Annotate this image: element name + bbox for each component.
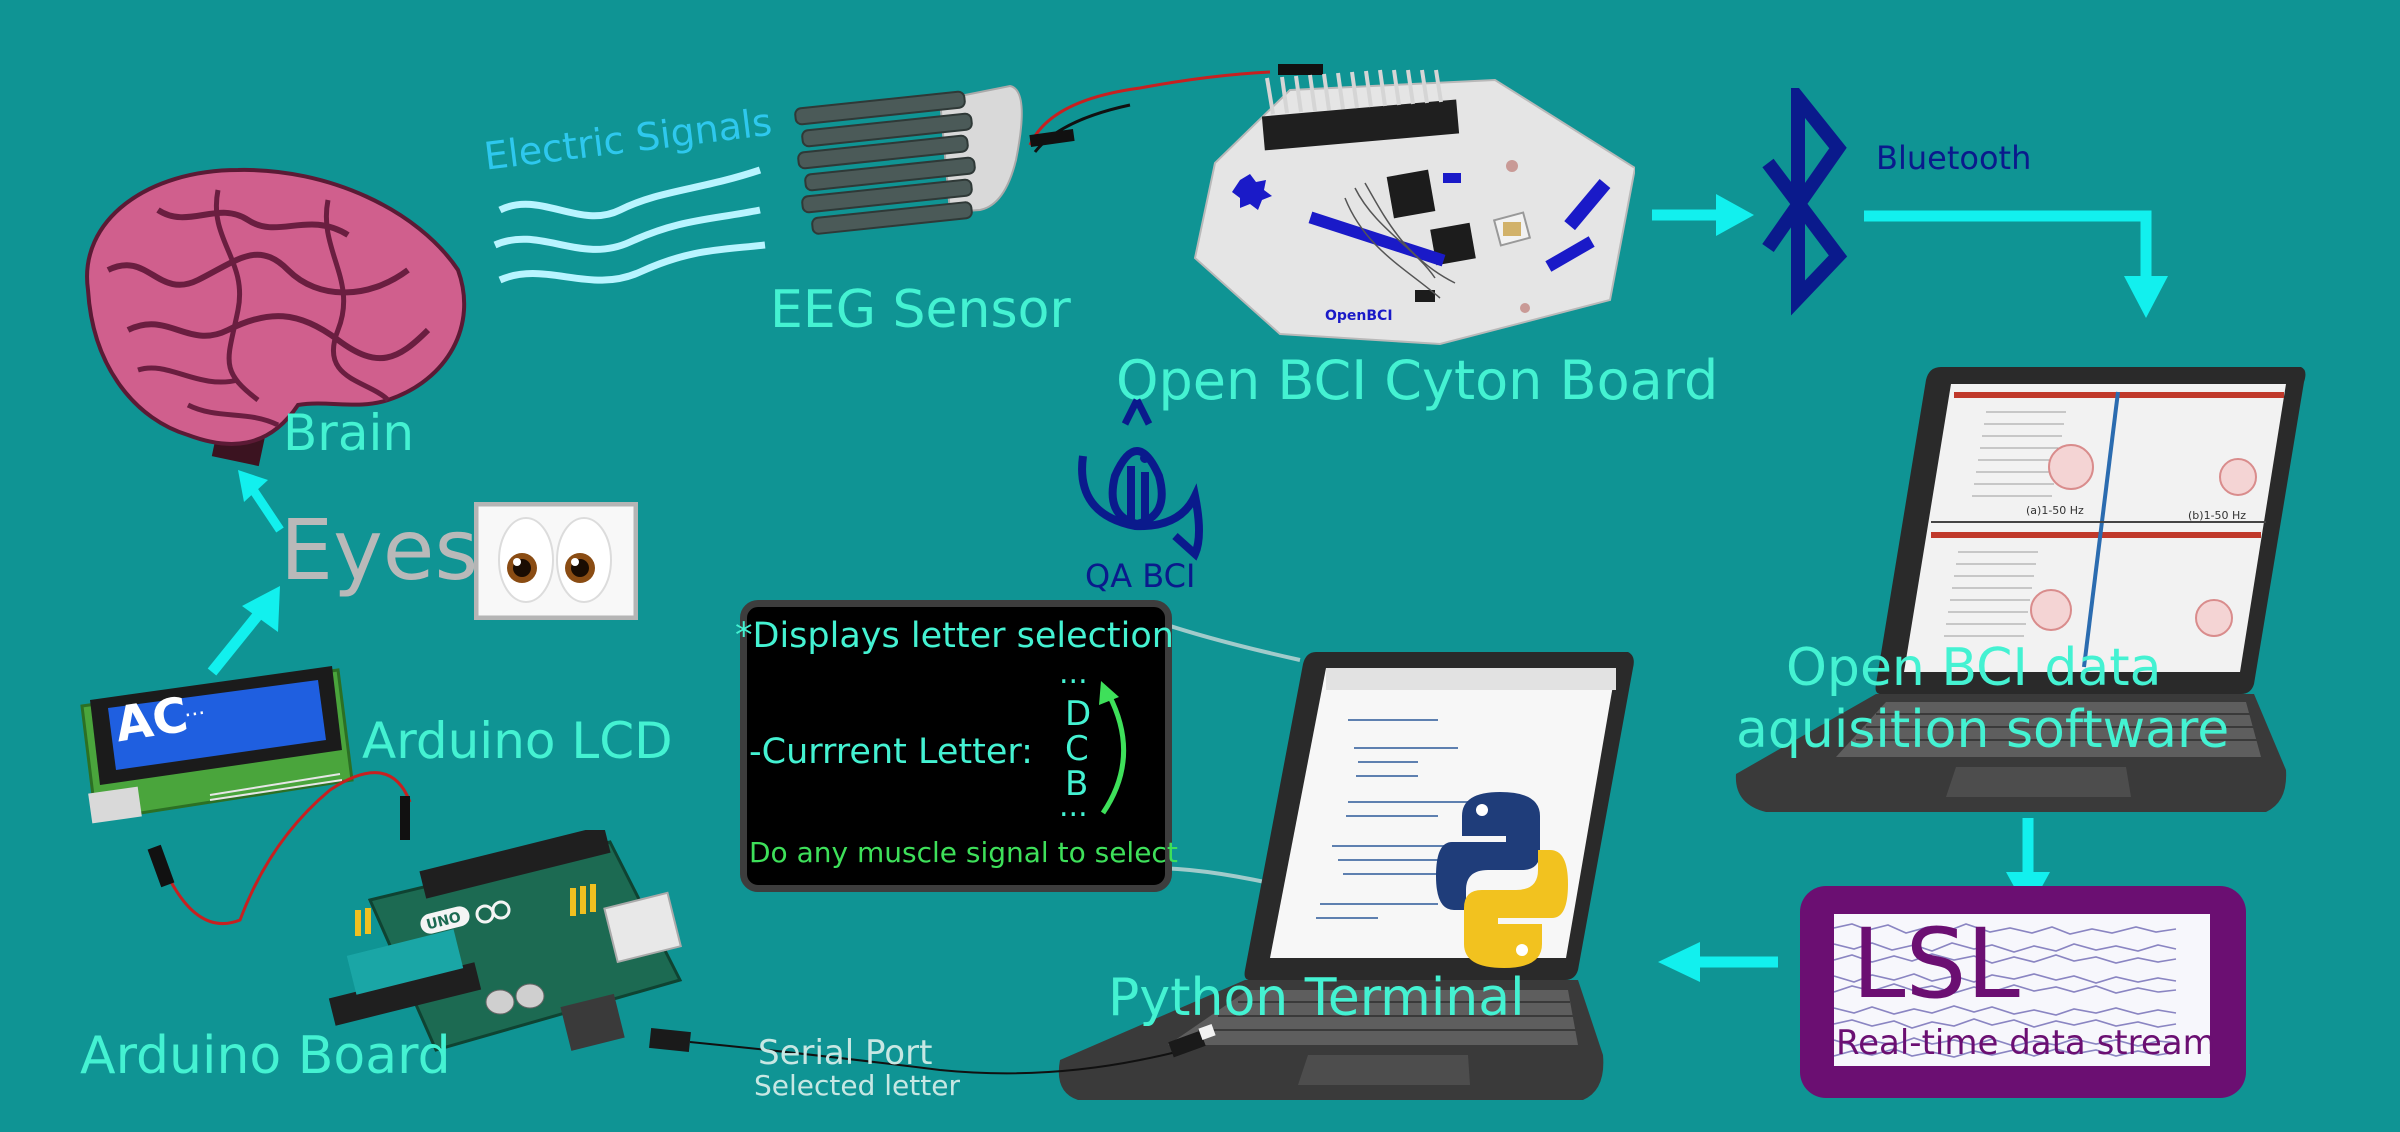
- letter-item: D: [1065, 694, 1092, 734]
- lsl-label: LSL: [1852, 908, 2020, 1020]
- bluetooth-label: Bluetooth: [1876, 139, 2032, 177]
- usb-cable-icon: [649, 1023, 1216, 1075]
- brain-icon: [85, 167, 467, 467]
- lcd-to-eyes-arrow: [207, 586, 280, 676]
- arduino-lcd-icon: [80, 666, 354, 824]
- letter-item: B: [1065, 764, 1089, 804]
- eyes-emoji-icon: [474, 502, 638, 620]
- board-to-bluetooth-arrow: [1652, 194, 1754, 236]
- eeg-sensor-icon: [794, 64, 1323, 235]
- scroll-arrow-icon: [1099, 681, 1127, 815]
- cyton-board-label: Open BCI Cyton Board: [1116, 349, 1719, 412]
- cyton-board-icon: OpenBCI: [1193, 69, 1635, 346]
- arduino-board-label: Arduino Board: [80, 1026, 451, 1086]
- board-brand-text: OpenBCI: [1325, 308, 1393, 324]
- eyes-label: Eyes: [280, 501, 479, 599]
- letters-dots-bottom: ...: [1059, 789, 1088, 824]
- software-caption-left: (a)1-50 Hz: [2026, 504, 2084, 517]
- lcd-screen-dots: ...: [181, 694, 207, 723]
- arduino-lcd-label: Arduino LCD: [362, 712, 673, 770]
- eyes-to-brain-arrow: [238, 470, 284, 533]
- qa-bci-label: QA BCI: [1085, 557, 1196, 595]
- software-caption-right: (b)1-50 Hz: [2188, 509, 2246, 522]
- qa-bci-logo-icon: [1078, 398, 1203, 561]
- serial-port-label: Serial Port: [758, 1033, 933, 1073]
- lcd-screen-text: AC: [111, 686, 192, 754]
- letters-dots-top: ...: [1059, 656, 1088, 691]
- current-letter-label: -Currrent Letter:: [749, 732, 1033, 772]
- python-laptop-icon: [1058, 652, 1634, 1100]
- bluetooth-to-software-arrow: [1864, 210, 2168, 318]
- lsl-to-python-arrow: [1658, 942, 1778, 982]
- software-label-line1: Open BCI data: [1786, 638, 2162, 698]
- brain-label: Brain: [283, 404, 415, 462]
- python-logo-icon: [1436, 792, 1568, 968]
- electric-waves-icon: [493, 166, 766, 284]
- display-title: *Displays letter selection: [735, 616, 1174, 656]
- display-footer: Do any muscle signal to select: [749, 836, 1178, 869]
- selected-letter-label: Selected letter: [754, 1069, 960, 1102]
- lsl-waveform-icon: [1834, 914, 2210, 1066]
- arduino-board-icon: UNO: [328, 830, 683, 1052]
- letter-selection-display: *Displays letter selection -Currrent Let…: [735, 600, 1178, 892]
- python-terminal-label: Python Terminal: [1108, 968, 1525, 1028]
- lcd-wires: [147, 771, 412, 926]
- lsl-caption: Real-time data stream: [1836, 1023, 2216, 1063]
- lsl-block: LSL Real-time data stream: [1800, 886, 2246, 1098]
- letter-item: C: [1065, 729, 1089, 769]
- software-laptop-icon: (a)1-50 Hz (b)1-50 Hz: [1735, 367, 2306, 812]
- software-label-line2: aquisition software: [1736, 700, 2230, 760]
- eeg-sensor-label: EEG Sensor: [770, 280, 1071, 340]
- bluetooth-icon: [1762, 88, 1848, 316]
